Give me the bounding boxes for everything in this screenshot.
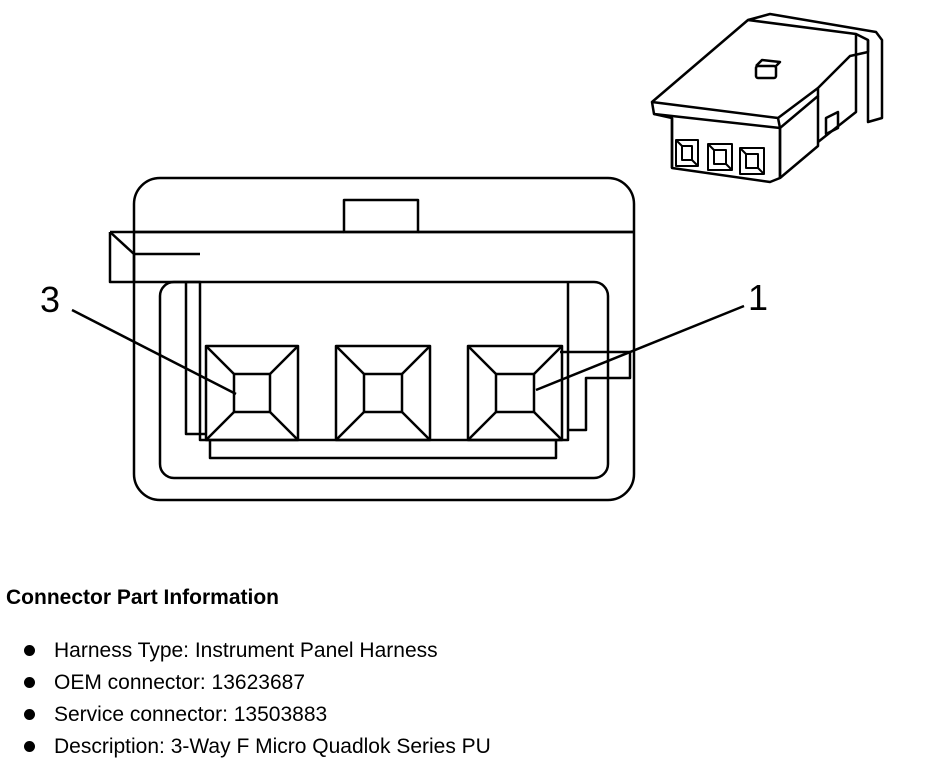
list-item-text: Harness Type: Instrument Panel Harness [54,639,438,662]
callout-1-leader [535,304,745,392]
list-item: Harness Type: Instrument Panel Harness [22,635,906,667]
list-item: Description: 3-Way F Micro Quadlok Serie… [22,731,906,763]
list-item: OEM connector: 13623687 [22,667,906,699]
bullet-icon [24,677,35,688]
list-item-text: Service connector: 13503883 [54,703,328,726]
list-item-text: OEM connector: 13623687 [54,671,305,694]
connector-diagram: 3 1 [40,12,884,502]
bullet-icon [24,645,35,656]
terminal-cavity-1 [466,344,564,442]
bullet-icon [24,709,35,720]
info-list: Harness Type: Instrument Panel Harness O… [6,635,906,763]
terminal-cavity-2 [334,344,432,442]
callout-3-leader [71,308,237,396]
connector-face-view [108,176,636,502]
connector-part-information: Connector Part Information Harness Type:… [6,585,906,763]
terminal-cavity-3 [204,344,300,442]
list-item: Service connector: 13503883 [22,699,906,731]
callout-3-label: 3 [40,279,60,320]
connector-isometric-view [650,12,884,184]
list-item-text: Description: 3-Way F Micro Quadlok Serie… [54,735,491,758]
section-title: Connector Part Information [6,586,280,609]
bullet-icon [24,741,35,752]
callout-1-label: 1 [748,277,768,318]
